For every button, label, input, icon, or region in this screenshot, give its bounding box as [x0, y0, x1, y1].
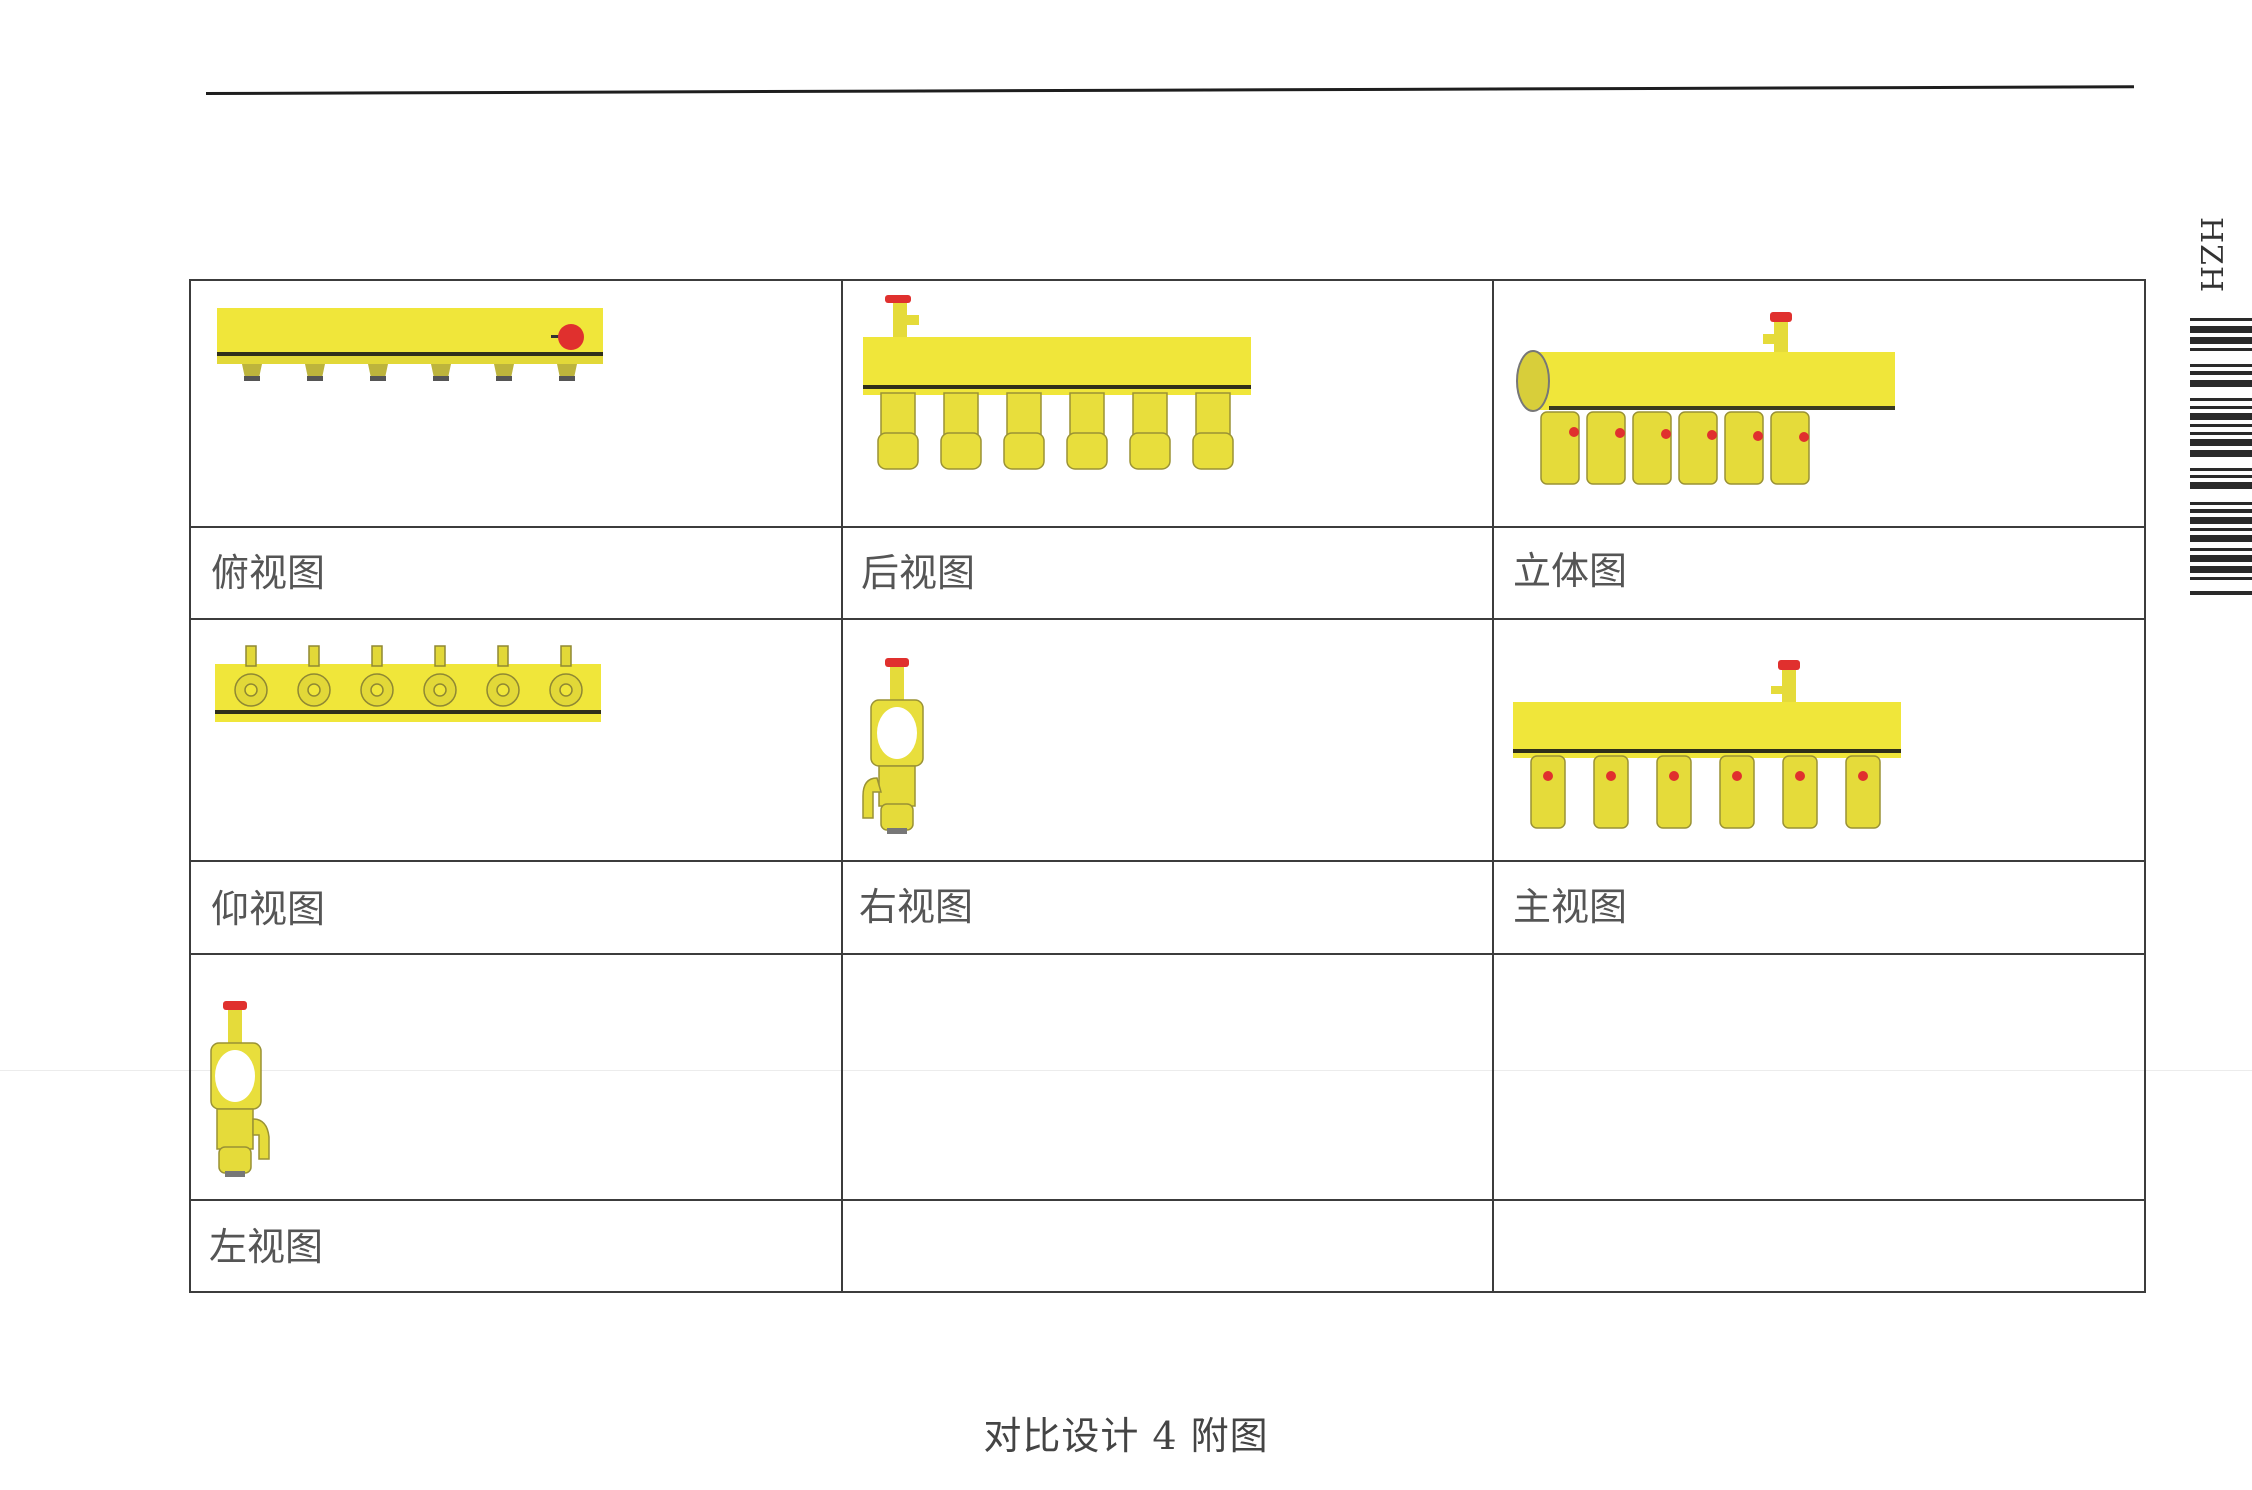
row-divider [191, 618, 2144, 620]
views-table: 俯视图 后视图 [189, 279, 2146, 1293]
right-view-figure [857, 658, 937, 838]
side-code-text: HZH [2193, 217, 2228, 294]
column-divider [841, 281, 843, 1291]
front-view-figure [1513, 660, 1913, 840]
cell-label: 主视图 [1513, 885, 1628, 929]
rear-view-figure [863, 295, 1263, 475]
left-view-figure [210, 1001, 301, 1181]
scan-artifact-line [0, 1070, 2252, 1071]
header-rule [205, 85, 2134, 95]
cell-label: 右视图 [859, 885, 974, 929]
cell-label: 后视图 [861, 551, 976, 595]
row-divider [191, 860, 2144, 862]
bottom-view-figure [215, 645, 605, 726]
barcode [2190, 318, 2252, 596]
cell-label: 俯视图 [211, 551, 326, 595]
column-divider [1492, 281, 1494, 1291]
top-view-figure [217, 308, 607, 398]
cell-label: 左视图 [209, 1225, 324, 1269]
row-divider [191, 1199, 2144, 1201]
row-divider [191, 953, 2144, 955]
perspective-view-figure [1513, 312, 1913, 502]
cell-label: 立体图 [1513, 549, 1628, 593]
row-divider [191, 526, 2144, 528]
cell-label: 仰视图 [211, 887, 326, 931]
empty-figure-cell [843, 955, 1492, 1199]
figure-caption: 对比设计 4 附图 [983, 1414, 1269, 1458]
empty-figure-cell [1494, 955, 2144, 1199]
